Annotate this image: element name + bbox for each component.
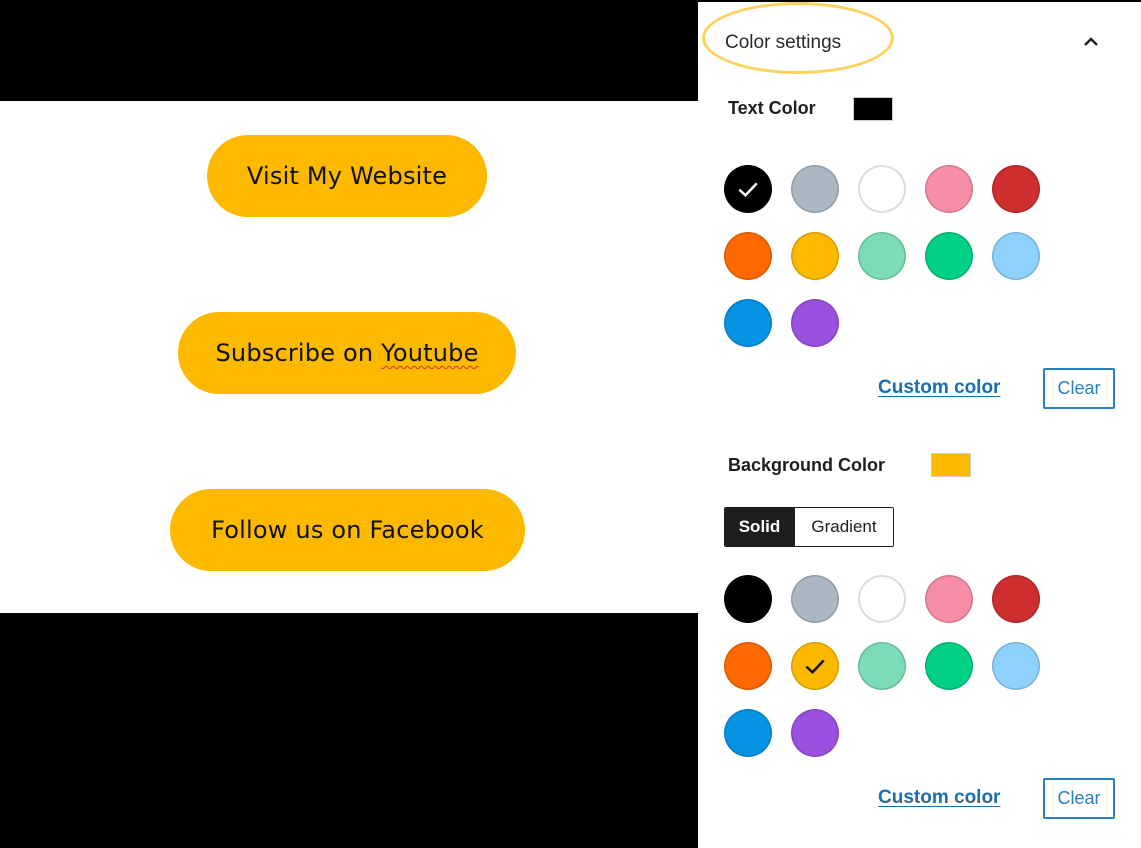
text-color-indicator — [853, 97, 893, 121]
background-color-clear-button[interactable]: Clear — [1043, 778, 1115, 819]
solid-gradient-tabs: Solid Gradient — [724, 507, 894, 547]
chevron-up-icon[interactable] — [1083, 34, 1099, 50]
checkmark-icon — [738, 182, 758, 197]
tab-gradient[interactable]: Gradient — [794, 508, 893, 546]
preview-canvas: Visit My Website Subscribe on Youtube Fo… — [0, 101, 698, 613]
follow-facebook-button[interactable]: Follow us on Facebook — [170, 489, 525, 571]
button-label: Subscribe on Youtube — [215, 339, 478, 367]
swatch-pale-pink[interactable] — [925, 575, 973, 623]
swatch-black[interactable] — [724, 165, 772, 213]
swatch-vivid-cyan-blue[interactable] — [724, 299, 772, 347]
swatch-luminous-vivid-amber[interactable] — [791, 232, 839, 280]
text-color-clear-button[interactable]: Clear — [1043, 368, 1115, 409]
swatch-pale-pink[interactable] — [925, 165, 973, 213]
swatch-vivid-purple[interactable] — [791, 709, 839, 757]
swatch-luminous-vivid-orange[interactable] — [724, 232, 772, 280]
swatch-pale-cyan-blue[interactable] — [992, 642, 1040, 690]
swatch-pale-cyan-blue[interactable] — [992, 232, 1040, 280]
checkmark-icon — [805, 659, 825, 674]
panel-title: Color settings — [725, 32, 842, 53]
button-label: Visit My Website — [246, 162, 448, 190]
swatch-luminous-vivid-orange[interactable] — [724, 642, 772, 690]
swatch-white[interactable] — [858, 575, 906, 623]
swatch-light-green-cyan[interactable] — [858, 642, 906, 690]
text-color-label: Text Color — [728, 98, 816, 118]
button-label-prefix: Subscribe on — [215, 339, 382, 367]
swatch-vivid-red[interactable] — [992, 165, 1040, 213]
swatch-vivid-purple[interactable] — [791, 299, 839, 347]
swatch-luminous-vivid-amber[interactable] — [791, 642, 839, 690]
swatch-cyan-bluish-gray[interactable] — [791, 165, 839, 213]
swatch-white[interactable] — [858, 165, 906, 213]
button-label: Follow us on Facebook — [211, 516, 484, 544]
background-color-indicator — [931, 453, 971, 477]
background-custom-color-link[interactable]: Custom color — [878, 787, 1001, 808]
spellcheck-word: Youtube — [381, 339, 479, 367]
swatch-light-green-cyan[interactable] — [858, 232, 906, 280]
text-custom-color-link[interactable]: Custom color — [878, 377, 1001, 398]
visit-website-button[interactable]: Visit My Website — [207, 135, 487, 217]
highlight-ellipse-annotation — [702, 2, 894, 74]
swatch-black[interactable] — [724, 575, 772, 623]
background-color-label: Background Color — [728, 455, 886, 475]
swatch-vivid-cyan-blue[interactable] — [724, 709, 772, 757]
color-settings-panel: Color settings Text Color Custom color C… — [698, 2, 1141, 848]
subscribe-youtube-button[interactable]: Subscribe on Youtube — [178, 312, 516, 394]
tab-solid[interactable]: Solid — [725, 508, 794, 546]
swatch-cyan-bluish-gray[interactable] — [791, 575, 839, 623]
swatch-vivid-green-cyan[interactable] — [925, 232, 973, 280]
swatch-vivid-green-cyan[interactable] — [925, 642, 973, 690]
swatch-vivid-red[interactable] — [992, 575, 1040, 623]
block-preview: Visit My Website Subscribe on Youtube Fo… — [0, 101, 698, 613]
panel-header-toggle[interactable]: Color settings — [698, 2, 1141, 74]
